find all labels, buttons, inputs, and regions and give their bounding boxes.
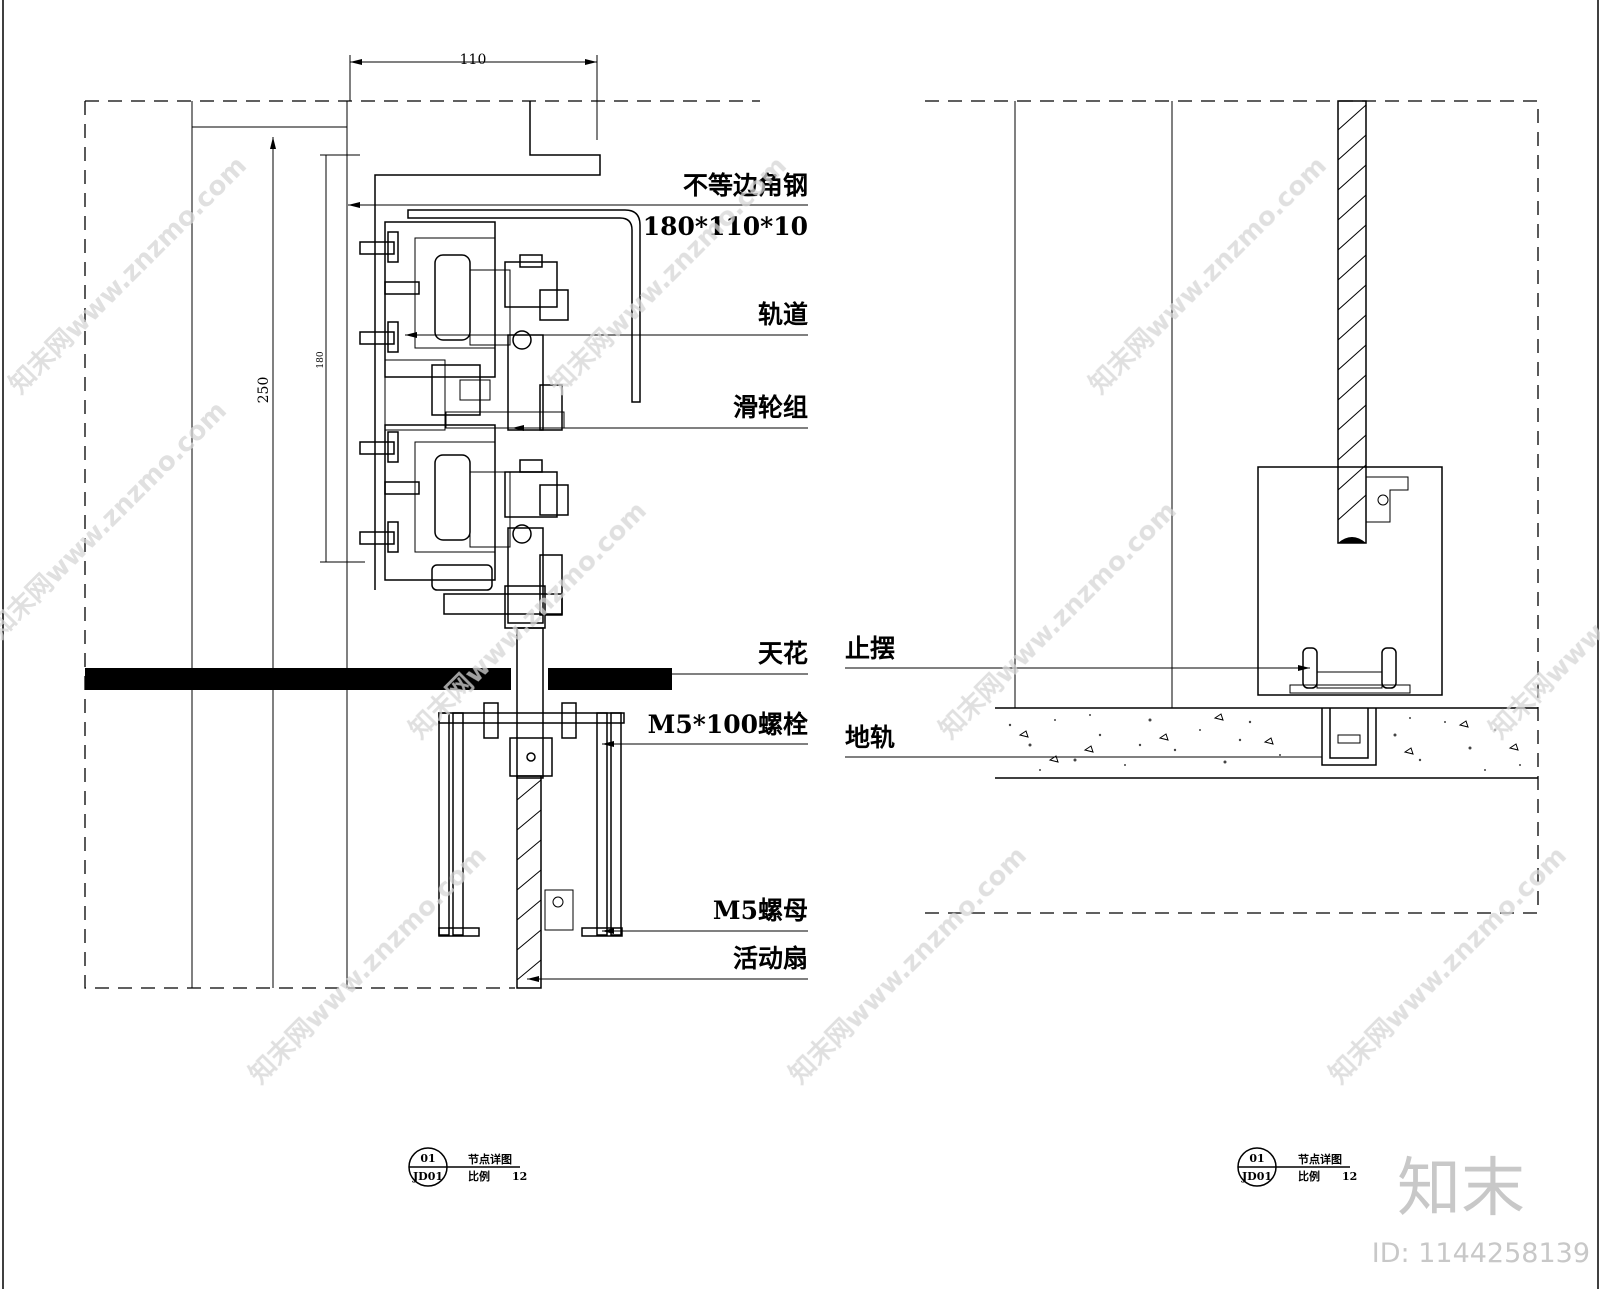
title-right-sheet: JD01	[1241, 1170, 1272, 1183]
title-left-scale-label: 比例	[468, 1169, 490, 1183]
label-stopper: 止摆	[845, 634, 895, 663]
right-detail: 止摆 地轨 01 JD01 节点详图 比例 12	[845, 100, 1539, 1187]
floor-concrete	[995, 707, 1538, 779]
floor-rail	[1321, 708, 1377, 766]
door-clamp	[438, 702, 625, 989]
title-right-number: 01	[1249, 1152, 1264, 1165]
track-assembly	[384, 221, 569, 431]
watermark-text: 知末网www.znzmo.com	[544, 151, 793, 400]
watermark-text: 知末网www.znzmo.com	[784, 841, 1033, 1090]
dimension-width: 110	[349, 52, 598, 140]
steel-angle	[374, 101, 641, 590]
watermark-text: 知末网www.znzmo.com	[244, 841, 493, 1090]
hanger-rod	[516, 627, 544, 779]
label-ceiling: 天花	[758, 639, 808, 668]
left-detail: 110 250 180	[84, 52, 808, 1187]
label-steel-angle-size: 180*110*10	[643, 212, 808, 241]
title-right-title: 节点详图	[1298, 1152, 1342, 1166]
watermark-text: 知末网www.znzmo.com	[404, 496, 653, 745]
left-boundary	[84, 100, 760, 989]
label-steel-angle: 不等边角钢	[683, 171, 808, 200]
title-block-right: 01 JD01 节点详图 比例 12	[1237, 1147, 1357, 1187]
label-track: 轨道	[758, 300, 808, 329]
label-pulley: 滑轮组	[733, 393, 808, 422]
title-right-scale-value: 12	[1342, 1170, 1357, 1183]
fixing-screws	[359, 231, 420, 553]
stopper	[1289, 647, 1411, 694]
label-nut: M5螺母	[713, 896, 808, 925]
label-bolt: M5*100螺栓	[648, 710, 808, 739]
glass-leaf	[1337, 100, 1367, 544]
watermark-text: 知末网www.znzmo.com	[1484, 496, 1600, 745]
brand-logo: 知末	[1397, 1152, 1525, 1226]
right-boundary	[925, 100, 1539, 914]
dim-track-text: 180	[316, 351, 326, 368]
dim-width-text: 110	[460, 52, 487, 68]
track-assembly-lower	[384, 424, 569, 629]
label-floor-rail: 地轨	[845, 723, 895, 752]
title-left-sheet: JD01	[412, 1170, 443, 1183]
title-left-title: 节点详图	[468, 1152, 512, 1166]
label-leaf: 活动扇	[733, 944, 808, 973]
dim-total-text: 250	[256, 377, 272, 404]
watermark-text: 知末网www.znzmo.com	[4, 151, 253, 400]
watermark-text: 知末网www.znzmo.com	[1324, 841, 1573, 1090]
watermark-text: 知末网www.znzmo.com	[0, 396, 233, 645]
title-left-scale-value: 12	[512, 1170, 527, 1183]
dimension-height-track: 180	[316, 154, 365, 563]
dimension-height-total: 250	[256, 137, 276, 988]
title-block-left: 01 JD01 节点详图 比例 12	[408, 1147, 527, 1187]
image-id: ID: 1144258139	[1372, 1238, 1590, 1269]
ceiling-board	[85, 668, 672, 690]
title-right-scale-label: 比例	[1298, 1169, 1320, 1183]
bottom-frame	[1257, 466, 1443, 696]
leader-lines	[348, 202, 808, 982]
title-left-number: 01	[420, 1152, 435, 1165]
watermark-text: 知末网www.znzmo.com	[1084, 151, 1333, 400]
